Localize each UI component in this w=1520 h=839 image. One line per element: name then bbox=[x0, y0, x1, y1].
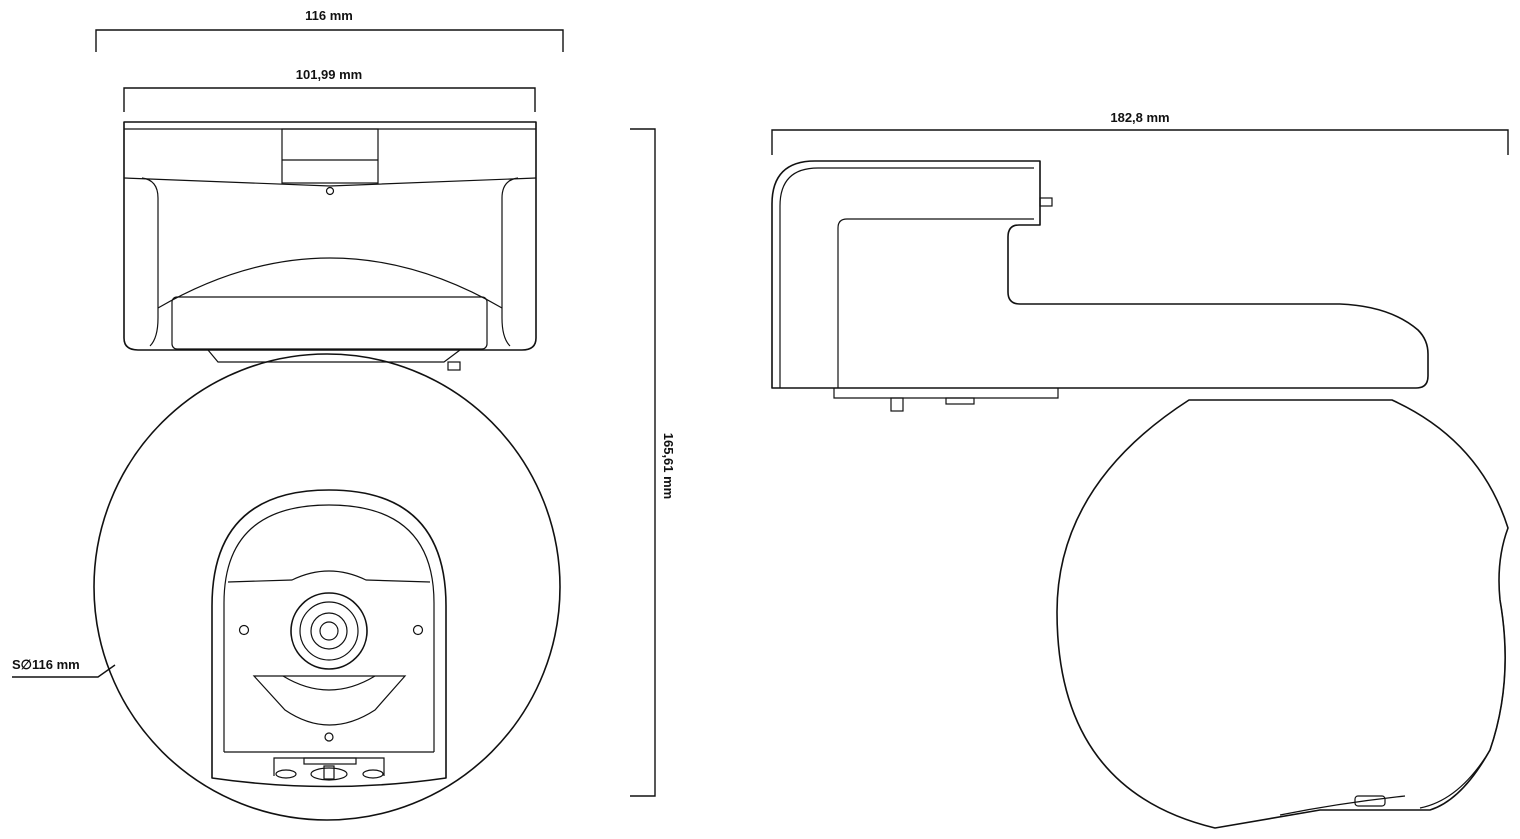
dimension-label-mount-width: 101,99 mm bbox=[296, 67, 363, 82]
front-neck bbox=[207, 349, 461, 371]
dimension-overall-width: 116 mm bbox=[95, 8, 564, 52]
front-view bbox=[93, 121, 561, 821]
front-screw-left bbox=[238, 624, 250, 636]
front-bottom-ports bbox=[273, 757, 385, 781]
side-mount-bracket bbox=[771, 160, 1429, 389]
front-screw-right bbox=[412, 624, 424, 636]
side-view bbox=[771, 160, 1509, 829]
dimension-mount-width: 101,99 mm bbox=[123, 67, 536, 112]
dimension-sphere-diameter: S∅116 mm bbox=[12, 657, 116, 678]
side-base-plate bbox=[833, 388, 1059, 412]
front-indicator-led bbox=[324, 732, 334, 742]
front-sphere-body bbox=[93, 353, 561, 821]
front-light-sensor-arc bbox=[282, 675, 376, 691]
front-mount-bracket bbox=[123, 121, 537, 351]
front-lens-housing bbox=[211, 489, 447, 788]
dimension-label-sphere-diameter: S∅116 mm bbox=[12, 657, 80, 672]
dimension-height: 165,61 mm bbox=[630, 128, 676, 797]
front-light-sensor-panel bbox=[252, 675, 407, 726]
dimension-depth: 182,8 mm bbox=[771, 110, 1509, 155]
dimension-label-height: 165,61 mm bbox=[661, 433, 676, 500]
dimension-label-depth: 182,8 mm bbox=[1110, 110, 1169, 125]
side-sphere-body bbox=[1056, 399, 1509, 829]
front-lens bbox=[290, 592, 368, 670]
dimension-label-overall-width: 116 mm bbox=[305, 8, 353, 23]
